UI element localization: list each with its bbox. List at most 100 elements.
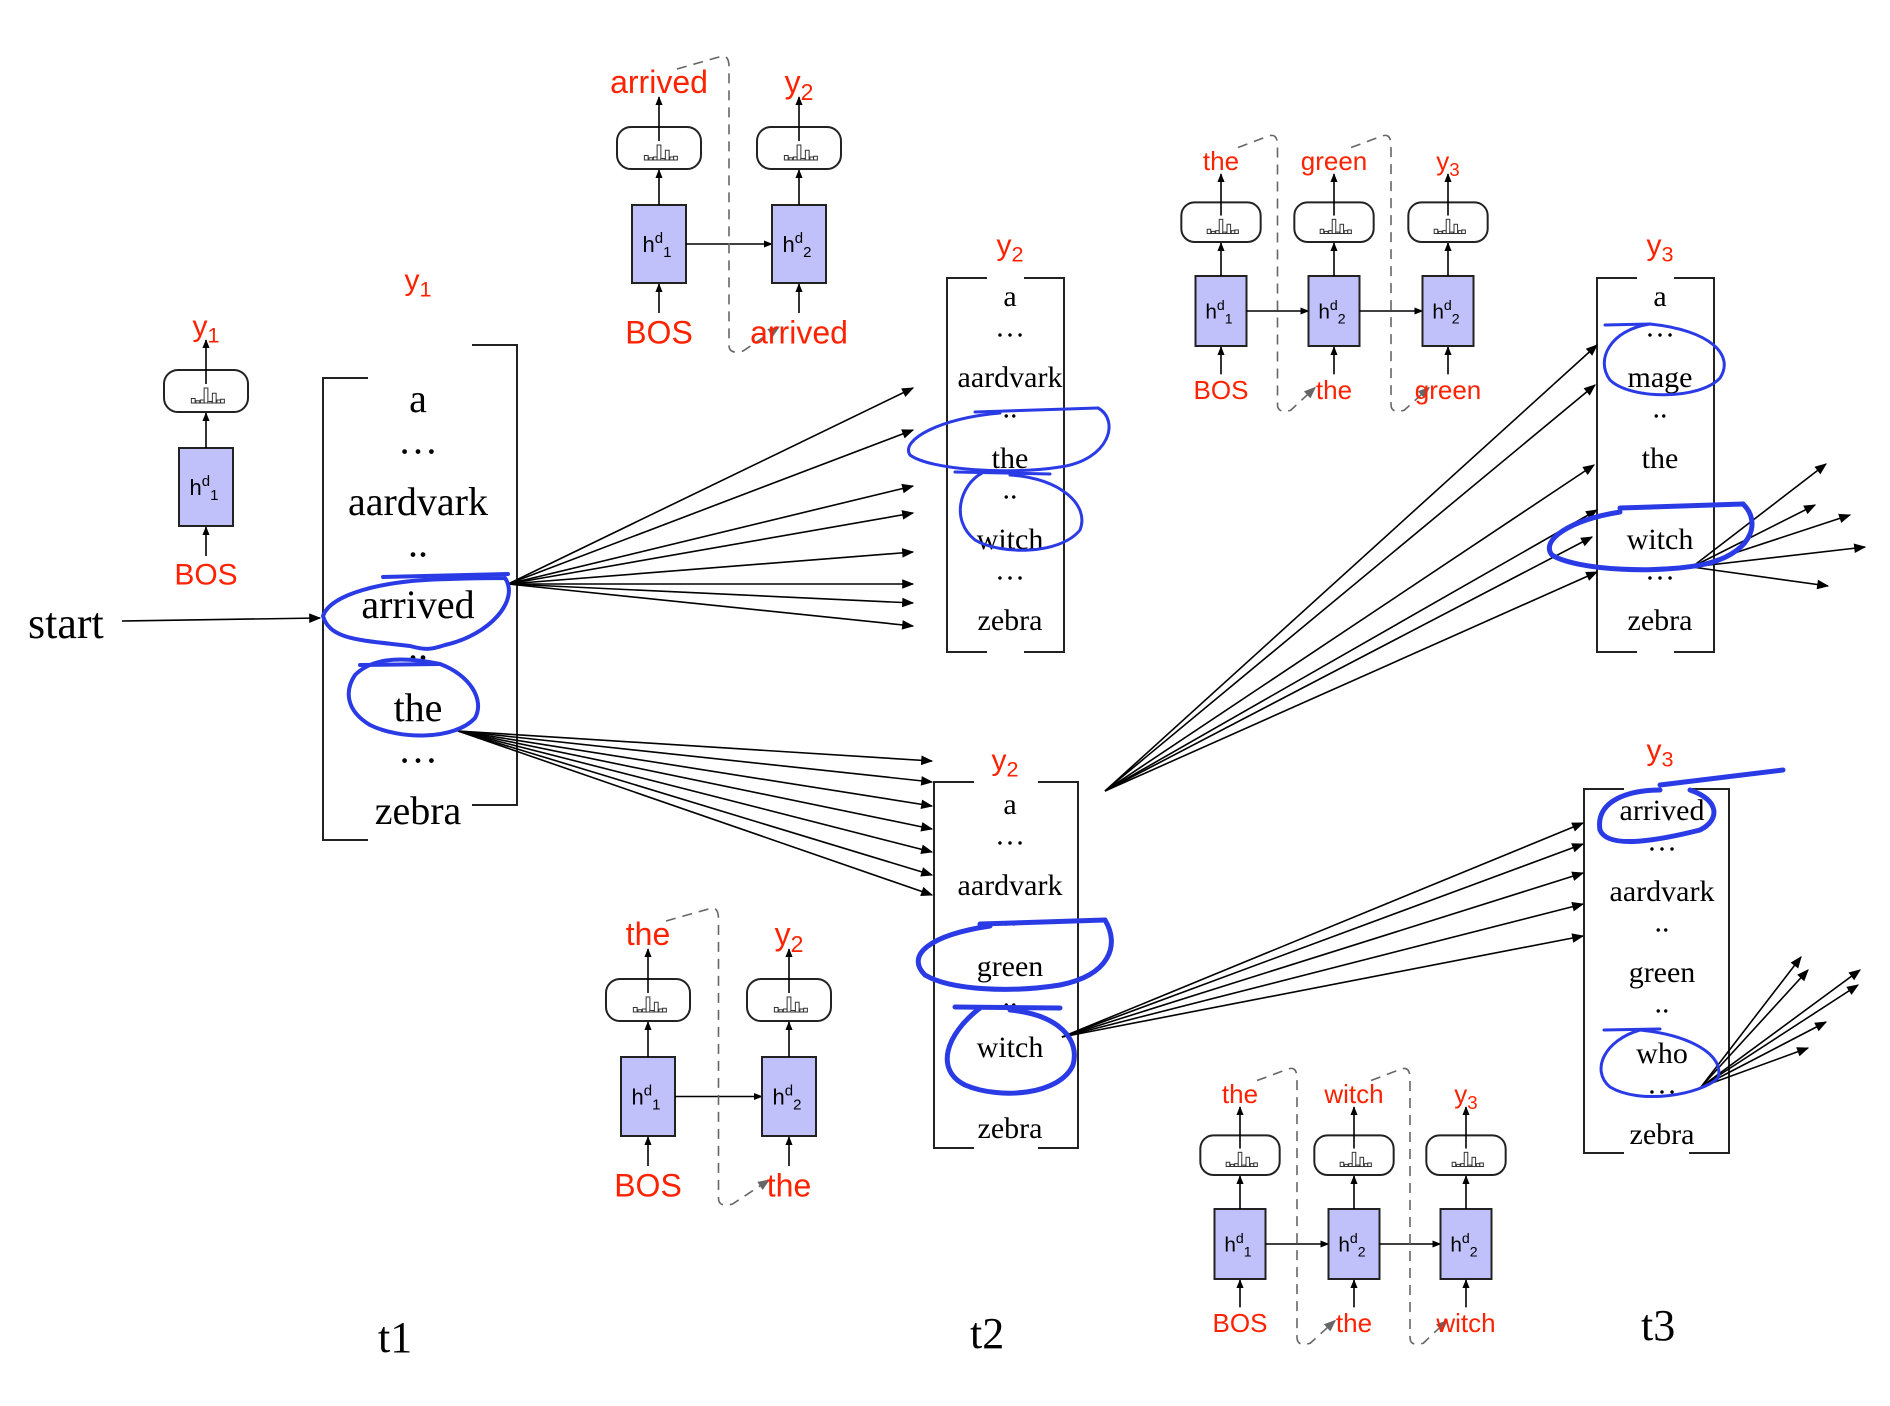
vocab-item: zebra [1630, 1118, 1695, 1151]
input-token: arrived [750, 314, 848, 350]
histogram-bar [1359, 1156, 1365, 1167]
histogram-bar [783, 155, 789, 161]
histogram-bar [1226, 223, 1232, 235]
vocab-item: a [1653, 280, 1666, 313]
vocab-item: mage [1628, 361, 1693, 394]
column-header: y2 [996, 229, 1023, 267]
expansion-arrow [457, 730, 934, 832]
column-header: y2 [991, 744, 1018, 782]
input-token: green [1415, 375, 1482, 405]
histogram-bar [653, 1001, 659, 1013]
ellipsis-row: … [995, 554, 1025, 587]
histogram-bar [645, 996, 651, 1013]
histogram-bar [1225, 1161, 1231, 1167]
ellipsis-row: .. [1003, 392, 1018, 425]
ellipsis-row: .. [1003, 900, 1018, 933]
vocab-item: the [394, 685, 443, 730]
expansion-arrow [507, 583, 915, 608]
vocab-column-t2-top: y2a…aardvark..the..witch…zebra [946, 229, 1065, 653]
hidden-state-label: hd1 [1205, 298, 1232, 327]
hidden-state-label: hd2 [1338, 1231, 1365, 1260]
vocab-item: arrived [1620, 794, 1705, 827]
expansion-fan [1700, 956, 1861, 1088]
strike-mark [1657, 767, 1786, 788]
vocab-item: witch [977, 1031, 1044, 1064]
hidden-state-label: hd2 [773, 1083, 802, 1114]
vocab-item: zebra [375, 788, 462, 833]
histogram-bar [786, 996, 792, 1013]
feedback-dashed-arrow [1370, 1067, 1448, 1346]
expansion-arrow [1104, 571, 1599, 792]
vocab-item: a [1003, 788, 1016, 821]
output-token: y3 [1454, 1079, 1477, 1113]
right-bracket [1024, 277, 1065, 653]
histogram-bar [656, 144, 662, 161]
histogram-bar [803, 1007, 808, 1013]
histogram-bar [1351, 1151, 1357, 1168]
expansion-arrow [457, 730, 934, 810]
vocab-item: green [977, 950, 1044, 983]
histogram-bar [773, 1007, 779, 1013]
hidden-state-label: hd2 [1432, 298, 1459, 327]
histogram-bar [1445, 218, 1451, 234]
expansion-arrow [1691, 543, 1867, 568]
strike-mark [1602, 1027, 1662, 1032]
output-token: y2 [775, 916, 804, 957]
circle-mark [1599, 1028, 1721, 1099]
vocab-item: zebra [978, 1112, 1043, 1145]
expansion-arrow [457, 730, 934, 877]
right-bracket [472, 344, 518, 806]
left-bracket [946, 277, 987, 653]
hidden-state-label: hd1 [190, 473, 219, 504]
circle-mark [1602, 322, 1726, 397]
circle-mark [321, 576, 511, 651]
expansion-arrow [1061, 843, 1585, 1038]
histogram-bar [1479, 1162, 1484, 1168]
strike-mark [977, 917, 1108, 927]
expansion-fan [457, 730, 934, 897]
output-token: the [626, 916, 670, 952]
expansion-arrow [507, 429, 915, 585]
expansion-arrow [1104, 509, 1599, 792]
vocab-item: aardvark [958, 869, 1063, 902]
ellipsis-row: .. [1653, 392, 1668, 425]
hidden-state-box [178, 447, 234, 527]
output-token: arrived [610, 64, 708, 100]
vocab-item: green [1629, 956, 1696, 989]
expansion-arrow [507, 583, 915, 630]
right-bracket [1038, 781, 1079, 1149]
expansion-arrow [1691, 504, 1817, 568]
ellipsis-row: … [995, 311, 1025, 344]
expansion-arrow [507, 387, 915, 585]
hidden-state-label: hd2 [783, 230, 812, 261]
output-token: the [1203, 146, 1239, 176]
output-token: green [1301, 146, 1368, 176]
feedback-dashed-arrow [1237, 134, 1316, 413]
histogram-bar [220, 398, 225, 404]
expansion-arrow [1700, 984, 1860, 1088]
histogram-bar [1218, 218, 1224, 234]
circle-mark [944, 1005, 1077, 1096]
circle-mark [346, 657, 481, 738]
vocab-item: aardvark [958, 361, 1063, 394]
ellipsis-row: … [995, 819, 1025, 852]
ellipsis-row: .. [408, 521, 428, 566]
expansion-arrow [1691, 463, 1827, 568]
column-header: y3 [1646, 734, 1673, 772]
expansion-arrow [1700, 956, 1802, 1088]
expansion-arrow [457, 730, 934, 897]
histogram-bar [1339, 1161, 1345, 1167]
vocab-item: a [1003, 280, 1016, 313]
